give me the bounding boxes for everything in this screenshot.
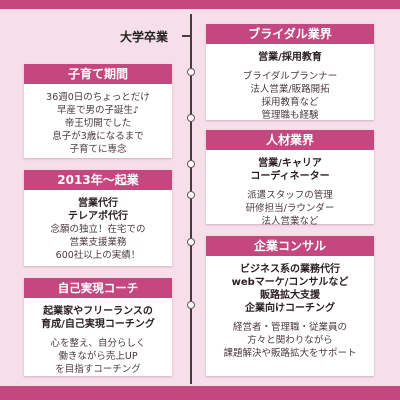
timeline-dot (187, 238, 195, 246)
card-text-line: 管理職も経験 (261, 110, 319, 121)
card-title: 自己実現コーチ (24, 278, 172, 298)
timeline-dot (187, 301, 195, 309)
card-text-line: 息子が3歳になるまで (52, 131, 144, 142)
top-band (0, 0, 400, 9)
timeline-start-tick (182, 35, 191, 37)
timeline-axis (190, 14, 192, 384)
card-bold-line: テレアポ代行 (68, 211, 128, 222)
card-text-line: 心を整え、自分らしく (50, 338, 146, 349)
card-title: 子育て期間 (24, 64, 172, 84)
card-text-line: 経営者・管理職・従業員の (232, 322, 347, 333)
card-text-line: 念願の独立！在宅での (50, 224, 146, 235)
card-bold-line: 起業家やフリーランスの (43, 306, 153, 317)
card-text-line: 早産で男の子誕生♪ (56, 105, 140, 116)
card-title: ブライダル業界 (206, 24, 374, 44)
card-text-line: 法人営業/販路開拓 (250, 84, 330, 95)
card-text-line: 36週0日のちょっとだけ (46, 92, 150, 103)
card-text-line: 課題解決や販路拡大をサポート (223, 348, 357, 359)
card-text-line: 法人営業など (261, 216, 319, 227)
card-bold-line: webマーケ/コンサルなど (231, 277, 349, 288)
card-text-line: 営業支援業務 (69, 237, 127, 248)
timeline-card-consulting: 企業コンサル ビジネス系の業務代行 webマーケ/コンサルなど 販路拡大支援 企… (206, 236, 374, 376)
card-bold-line: ビジネス系の業務代行 (240, 264, 340, 275)
card-bold-line: 企業向けコーチング (245, 303, 335, 314)
card-text-line: 働きながら売上UP (58, 351, 138, 362)
timeline-dot (187, 114, 195, 122)
timeline-dot (187, 68, 195, 76)
timeline-card-staffing: 人材業界 営業/キャリア コーディネーター 派遣スタッフの管理 研修担当/ラウン… (206, 130, 374, 227)
timeline-dot (187, 191, 195, 199)
card-title: 人材業界 (206, 130, 374, 150)
card-title: 企業コンサル (206, 236, 374, 256)
card-text-line: 研修担当/ラウンダー (245, 203, 335, 214)
card-bold-line: 営業代行 (78, 198, 118, 209)
card-bold-line: コーディネーター (250, 171, 330, 182)
card-title: 2013年〜起業 (24, 170, 172, 190)
card-text-line: 派遣スタッフの管理 (247, 190, 333, 201)
card-bold-line: 営業/キャリア (258, 158, 322, 169)
timeline-card-childcare: 子育て期間 36週0日のちょっとだけ 早産で男の子誕生♪ 帝王切開でした 息子が… (24, 64, 172, 158)
timeline-card-bridal: ブライダル業界 営業/採用教育 ブライダルプランナー 法人営業/販路開拓 採用教… (206, 24, 374, 121)
card-bold-line: 育成/自己実現コーチング (41, 319, 155, 330)
card-text-line: 600社以上の実績！ (55, 250, 141, 261)
timeline-dot (187, 160, 195, 168)
card-text-line: を目指すコーチング (55, 364, 141, 375)
card-text-line: 方々と関わりながら (247, 335, 333, 346)
card-bold-line: 販路拡大支援 (260, 290, 320, 301)
card-text-line: ブライダルプランナー (242, 71, 338, 82)
timeline-card-startup: 2013年〜起業 営業代行 テレアポ代行 念願の独立！在宅での 営業支援業務 6… (24, 170, 172, 266)
timeline-start-label: 大学卒業 (120, 30, 169, 44)
timeline-card-coaching: 自己実現コーチ 起業家やフリーランスの 育成/自己実現コーチング 心を整え、自分… (24, 278, 172, 376)
card-text-line: 帝王切開でした (64, 118, 132, 129)
card-text-line: 採用教育など (261, 97, 319, 108)
card-text-line: 子育てに専念 (69, 144, 127, 155)
bottom-band (0, 386, 400, 400)
card-bold-line: 営業/採用教育 (258, 52, 322, 63)
